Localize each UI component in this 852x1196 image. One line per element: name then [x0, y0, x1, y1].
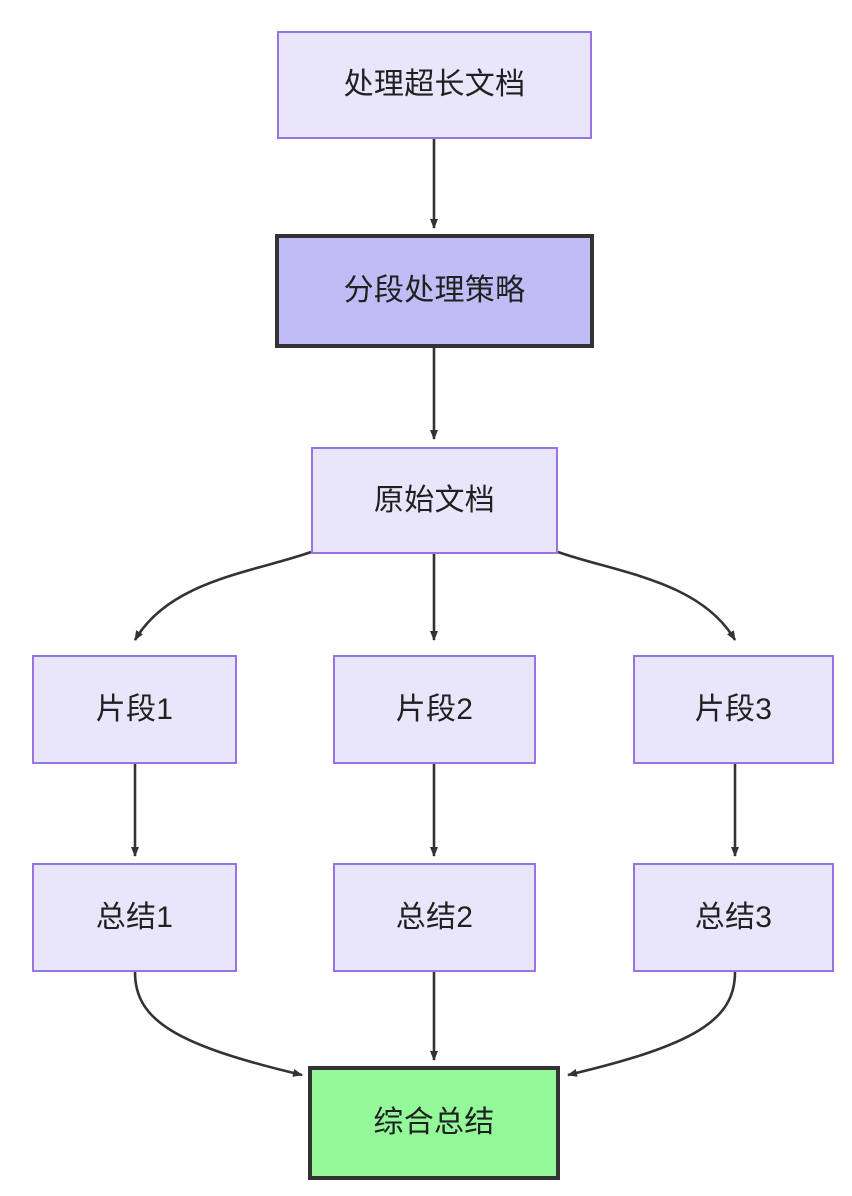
edge-original-doc-to-fragment-1 — [133, 550, 312, 641]
node-summary-1[interactable]: 总结1 — [32, 863, 237, 972]
node-label: 综合总结 — [373, 1106, 495, 1139]
node-summary-3[interactable]: 总结3 — [633, 863, 834, 972]
node-label: 总结3 — [694, 900, 773, 934]
node-fragment-3[interactable]: 片段3 — [633, 655, 834, 764]
edge-summary-1-to-final-summary — [133, 971, 303, 1077]
node-label: 片段3 — [694, 692, 773, 726]
edge-summary-3-to-final-summary — [567, 971, 737, 1077]
edge-original-doc-to-fragment-3 — [557, 550, 737, 641]
node-label: 分段处理策略 — [343, 274, 526, 307]
node-label: 处理超长文档 — [343, 68, 526, 101]
node-label: 原始文档 — [373, 483, 496, 517]
node-label: 总结2 — [395, 900, 474, 934]
node-original-document[interactable]: 原始文档 — [311, 447, 558, 554]
node-label: 总结1 — [95, 900, 174, 934]
node-fragment-2[interactable]: 片段2 — [333, 655, 536, 764]
node-label: 片段1 — [95, 692, 174, 726]
node-process-long-document[interactable]: 处理超长文档 — [277, 31, 592, 139]
node-chunk-processing-strategy[interactable]: 分段处理策略 — [275, 234, 594, 348]
node-summary-2[interactable]: 总结2 — [333, 863, 536, 972]
node-final-summary[interactable]: 综合总结 — [308, 1066, 560, 1180]
node-fragment-1[interactable]: 片段1 — [32, 655, 237, 764]
node-label: 片段2 — [395, 692, 474, 726]
